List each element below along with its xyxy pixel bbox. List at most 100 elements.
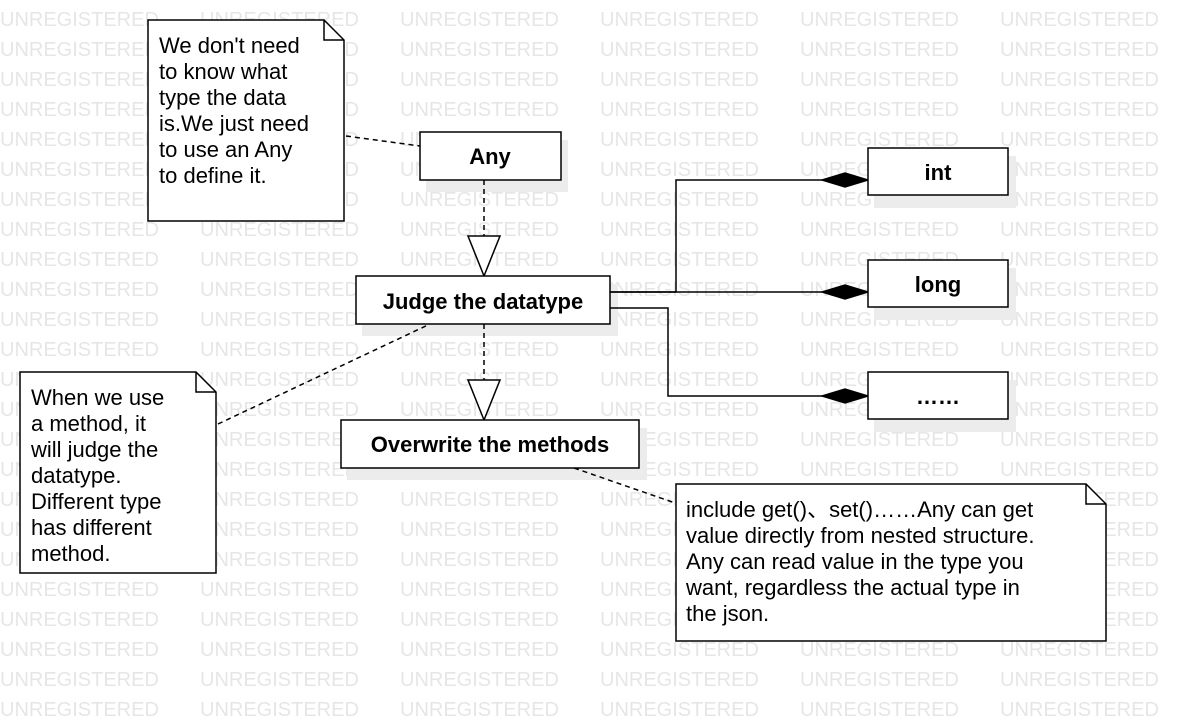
watermark-text: UNREGISTERED	[400, 39, 559, 61]
overwrite-note-line: include get()、set()……Any can get	[686, 497, 1033, 522]
watermark-text: UNREGISTERED	[200, 549, 359, 571]
judge-class-label: Judge the datatype	[383, 289, 583, 314]
watermark-text: UNREGISTERED	[800, 69, 959, 91]
class-judge-the-datatype[interactable]: Judge the datatype	[355, 275, 611, 325]
watermark-text: UNREGISTERED	[0, 699, 159, 721]
watermark-text: UNREGISTERED	[400, 579, 559, 601]
watermark-text: UNREGISTERED	[600, 9, 759, 31]
watermark-text: UNREGISTERED	[800, 669, 959, 691]
composition-more[interactable]	[610, 307, 822, 397]
watermark-text: UNREGISTERED	[600, 339, 759, 361]
watermark-text: UNREGISTERED	[0, 669, 159, 691]
method-note-line: has different	[31, 515, 152, 540]
watermark-text: UNREGISTERED	[400, 549, 559, 571]
method-note-anchor	[217, 323, 431, 425]
watermark-text: UNREGISTERED	[800, 459, 959, 481]
realization-arrowhead-2	[466, 379, 502, 423]
watermark-text: UNREGISTERED	[800, 39, 959, 61]
watermark-text: UNREGISTERED	[200, 219, 359, 241]
method-note-line: datatype.	[31, 463, 122, 488]
watermark-text: UNREGISTERED	[0, 279, 159, 301]
watermark-text: UNREGISTERED	[800, 699, 959, 721]
watermark-text: UNREGISTERED	[200, 639, 359, 661]
any-note-line: to use an Any	[159, 137, 292, 162]
note-method[interactable]: When we use a method, it will judge the …	[19, 371, 217, 574]
int-class-box	[867, 147, 1009, 196]
watermark-text: UNREGISTERED	[0, 129, 159, 151]
method-note-line: will judge the	[30, 437, 158, 462]
watermark-text: UNREGISTERED	[0, 609, 159, 631]
any-note-line: to know what	[159, 59, 287, 84]
class-any[interactable]: Any	[419, 131, 562, 181]
watermark-text: UNREGISTERED	[1000, 399, 1159, 421]
watermark-text: UNREGISTERED	[0, 309, 159, 331]
any-note-fold	[323, 20, 344, 41]
watermark-text: UNREGISTERED	[400, 99, 559, 121]
overwrite-note-line: the json.	[686, 601, 769, 626]
watermark-text: UNREGISTERED	[600, 69, 759, 91]
watermark-text: UNREGISTERED	[600, 159, 759, 181]
watermark-text: UNREGISTERED	[1000, 429, 1159, 451]
any-note-text: We don't need to know what type the data…	[159, 33, 315, 188]
overwrite-note-anchor	[573, 467, 679, 505]
watermark-text: UNREGISTERED	[1000, 249, 1159, 271]
class-overwrite-the-methods[interactable]: Overwrite the methods	[340, 419, 640, 469]
more-class-label: ……	[916, 384, 960, 409]
watermark-text: UNREGISTERED	[200, 399, 359, 421]
watermark-text: UNREGISTERED	[600, 219, 759, 241]
watermark-text: UNREGISTERED	[1000, 459, 1159, 481]
class-long[interactable]: long	[867, 259, 1009, 308]
class-more-types[interactable]: ……	[867, 371, 1009, 420]
watermark-text: UNREGISTERED	[600, 309, 759, 331]
watermark-text: UNREGISTERED	[0, 579, 159, 601]
watermark-text: UNREGISTERED	[1000, 639, 1159, 661]
watermark-text: UNREGISTERED	[400, 699, 559, 721]
watermark-text: UNREGISTERED	[400, 69, 559, 91]
watermark-text: UNREGISTERED	[600, 699, 759, 721]
watermark-text: UNREGISTERED	[1000, 669, 1159, 691]
overwrite-note-line: want, regardless the actual type in	[685, 575, 1020, 600]
watermark-text: UNREGISTERED	[200, 609, 359, 631]
watermark-text: UNREGISTERED	[0, 219, 159, 241]
watermark-text: UNREGISTERED	[0, 189, 159, 211]
watermark-text: UNREGISTERED	[0, 99, 159, 121]
watermark-text: UNREGISTERED	[600, 249, 759, 271]
note-any[interactable]: We don't need to know what type the data…	[147, 19, 345, 222]
watermark-text: UNREGISTERED	[600, 39, 759, 61]
watermark-text: UNREGISTERED	[400, 669, 559, 691]
overwrite-class-box	[340, 419, 640, 469]
watermark-text: UNREGISTERED	[200, 459, 359, 481]
watermark-text: UNREGISTERED	[1000, 159, 1159, 181]
watermark-text: UNREGISTERED	[400, 519, 559, 541]
overwrite-note-box	[675, 483, 1107, 642]
watermark-text: UNREGISTERED	[800, 99, 959, 121]
watermark-text: UNREGISTERED	[0, 9, 159, 31]
watermark-text: UNREGISTERED	[0, 69, 159, 91]
watermark-text: UNREGISTERED	[1000, 129, 1159, 151]
long-class-box	[867, 259, 1009, 308]
overwrite-class-label: Overwrite the methods	[371, 432, 609, 457]
watermark-text: UNREGISTERED	[400, 609, 559, 631]
any-class-box	[419, 131, 562, 181]
any-note-anchor	[345, 135, 421, 147]
watermark-text: UNREGISTERED	[1000, 369, 1159, 391]
any-note-line: to define it.	[159, 163, 267, 188]
overwrite-note-text: include get()、set()……Any can get value d…	[685, 497, 1041, 626]
watermark-text: UNREGISTERED	[200, 429, 359, 451]
watermark-text: UNREGISTERED	[0, 249, 159, 271]
watermark-text: UNREGISTERED	[200, 369, 359, 391]
watermark-text: UNREGISTERED	[1000, 39, 1159, 61]
watermark-text: UNREGISTERED	[600, 369, 759, 391]
note-overwrite[interactable]: include get()、set()……Any can get value d…	[675, 483, 1107, 642]
watermark-text: UNREGISTERED	[200, 519, 359, 541]
any-note-line: type the data	[159, 85, 287, 110]
realization-arrowhead-1	[466, 235, 502, 279]
watermark-text: UNREGISTERED	[600, 399, 759, 421]
overwrite-note-line: Any can read value in the type you	[686, 549, 1024, 574]
watermark-text: UNREGISTERED	[800, 129, 959, 151]
judge-class-box	[355, 275, 611, 325]
class-int[interactable]: int	[867, 147, 1009, 196]
watermark-text: UNREGISTERED	[600, 189, 759, 211]
method-note-text: When we use a method, it will judge the …	[30, 385, 170, 566]
